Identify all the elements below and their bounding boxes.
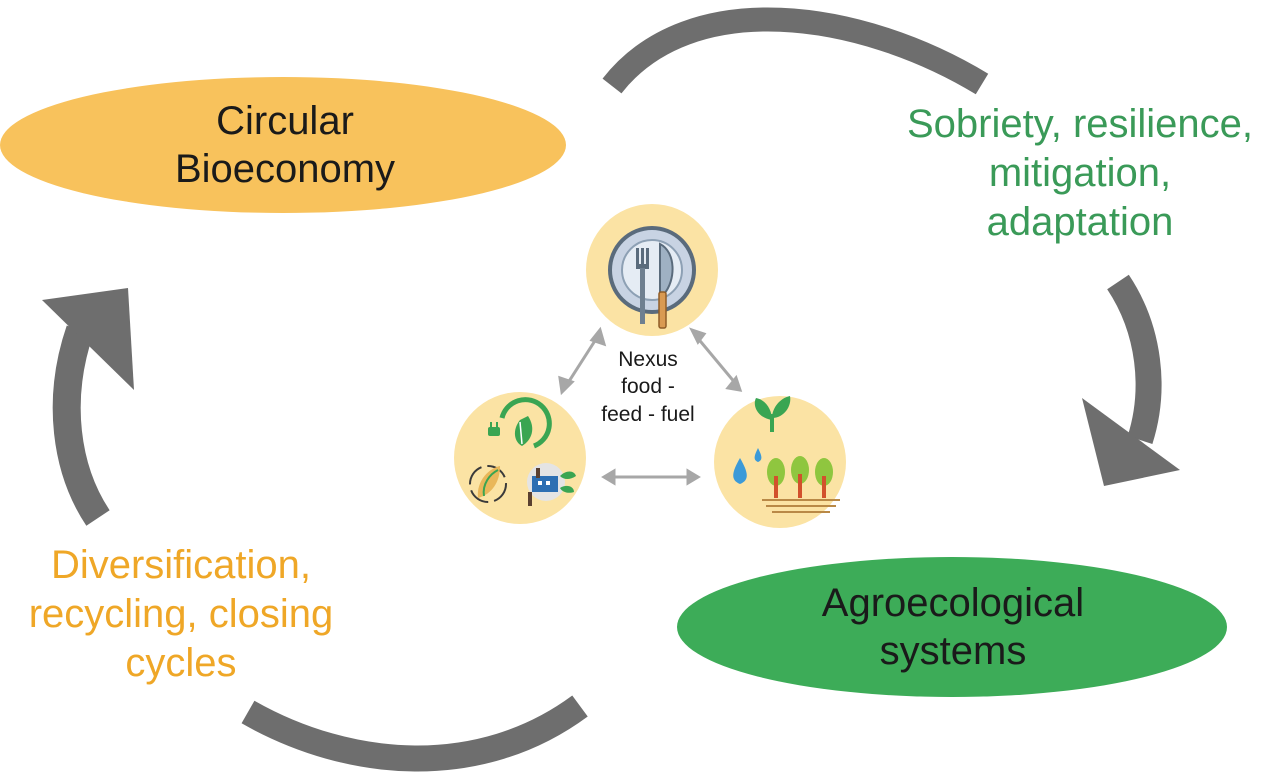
sobriety-resilience-label: Sobriety, resilience, mitigation, adapta… xyxy=(880,100,1280,246)
nexus-line-3: feed - fuel xyxy=(601,402,695,426)
cycle-arrow-top-right xyxy=(602,7,989,95)
cycle-arrow-right xyxy=(1082,274,1180,486)
circular-bioeconomy-line-1: Circular xyxy=(216,99,354,143)
sobriety-line-2: mitigation, xyxy=(988,150,1172,195)
nexus-line-2: food - xyxy=(621,375,675,399)
sobriety-line-1: Sobriety, resilience, xyxy=(906,102,1254,146)
nexus-line-1: Nexus xyxy=(618,348,678,371)
plate-fork-knife-icon xyxy=(608,226,696,329)
circular-bio-cycle-icon xyxy=(469,397,576,506)
agroecological-systems-line-1: Agroecological xyxy=(821,581,1085,625)
agroecological-systems-label: Agroecological systems xyxy=(678,558,1228,696)
circular-bioeconomy-line-2: Bioeconomy xyxy=(174,147,396,191)
diversification-label: Diversification, recycling, closing cycl… xyxy=(0,541,362,687)
nexus-arrows xyxy=(558,326,743,486)
sobriety-line-3: adaptation xyxy=(986,199,1174,244)
circular-bioeconomy-label: Circular Bioeconomy xyxy=(20,80,550,210)
diversification-line-1: Diversification, xyxy=(50,543,312,587)
diversification-line-2: recycling, closing xyxy=(28,591,334,636)
fuel-icon-circle xyxy=(454,392,586,524)
agroecological-systems-ellipse xyxy=(677,557,1227,697)
agroecological-systems-line-2: systems xyxy=(879,629,1027,673)
cycle-arrow-bottom xyxy=(241,695,588,772)
cycle-arrow-left xyxy=(42,288,134,526)
plant-water-trees-icon xyxy=(733,396,840,513)
circular-bioeconomy-ellipse xyxy=(0,77,566,213)
diversification-line-3: cycles xyxy=(125,640,237,685)
nexus-label: Nexus food - feed - fuel xyxy=(578,346,718,428)
